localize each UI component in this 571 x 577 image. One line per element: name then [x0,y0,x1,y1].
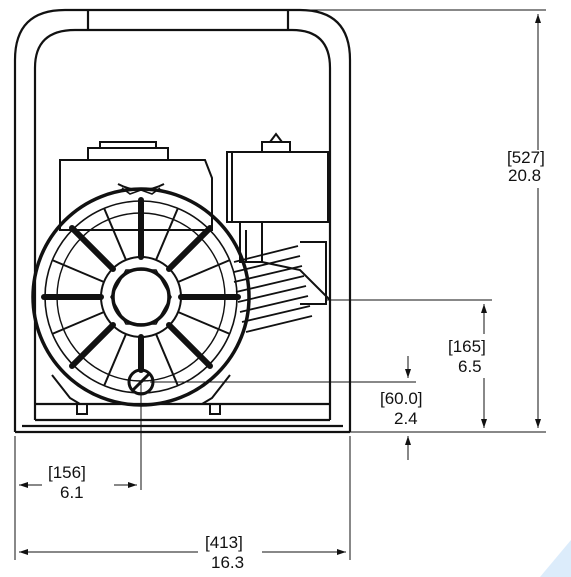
suction-offset-in: 6.1 [60,483,84,502]
overall-height-in: 20.8 [508,166,541,185]
discharge-height-in: 6.5 [458,357,482,376]
dimension-suction-height [150,356,416,460]
overall-width-in: 16.3 [211,553,244,572]
overall-width-mm: [413] [205,533,243,552]
pump-spokes [41,197,241,373]
engine-block [59,132,331,305]
dimension-overall-width [19,436,351,560]
watermark-shape [540,540,571,577]
dimension-overall-height [300,9,546,433]
dimension-suction-offset [14,384,142,560]
discharge-height-mm: [165] [448,337,486,356]
suction-height-in: 2.4 [394,409,418,428]
overall-height-mm: [527] [507,148,545,167]
pump-spokes-minor [51,207,231,387]
suction-offset-mm: [156] [48,463,86,482]
dimension-discharge-height [326,299,492,428]
suction-height-mm: [60.0] [380,389,423,408]
